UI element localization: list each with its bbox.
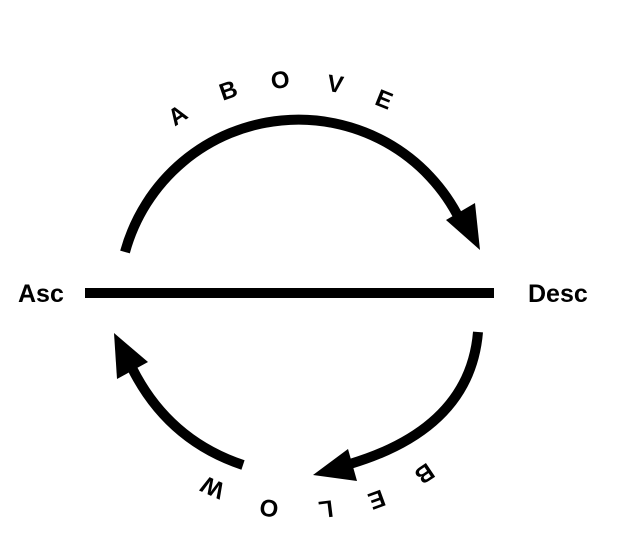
above-arc-arrow	[120, 114, 465, 254]
desc-label: Desc	[528, 280, 588, 308]
above-letter: B	[216, 75, 241, 106]
above-letter: A	[163, 100, 192, 132]
below-arrowhead-icon	[313, 449, 357, 481]
below-letter: O	[258, 493, 280, 522]
below-left-arc-arrow	[127, 365, 245, 470]
above-letter: E	[371, 85, 396, 116]
below-letter: B	[409, 457, 438, 489]
below-letter: E	[364, 484, 388, 515]
above-letter: V	[325, 70, 345, 99]
below-word: B E L O W	[197, 457, 439, 523]
below-letter: L	[317, 494, 335, 523]
asc-arrowhead-icon	[114, 333, 148, 379]
asc-label: Asc	[18, 280, 64, 308]
below-letter: W	[197, 470, 229, 504]
above-letter: O	[270, 66, 291, 95]
above-arrowhead-icon	[446, 203, 480, 250]
below-right-arc-arrow	[348, 331, 483, 469]
